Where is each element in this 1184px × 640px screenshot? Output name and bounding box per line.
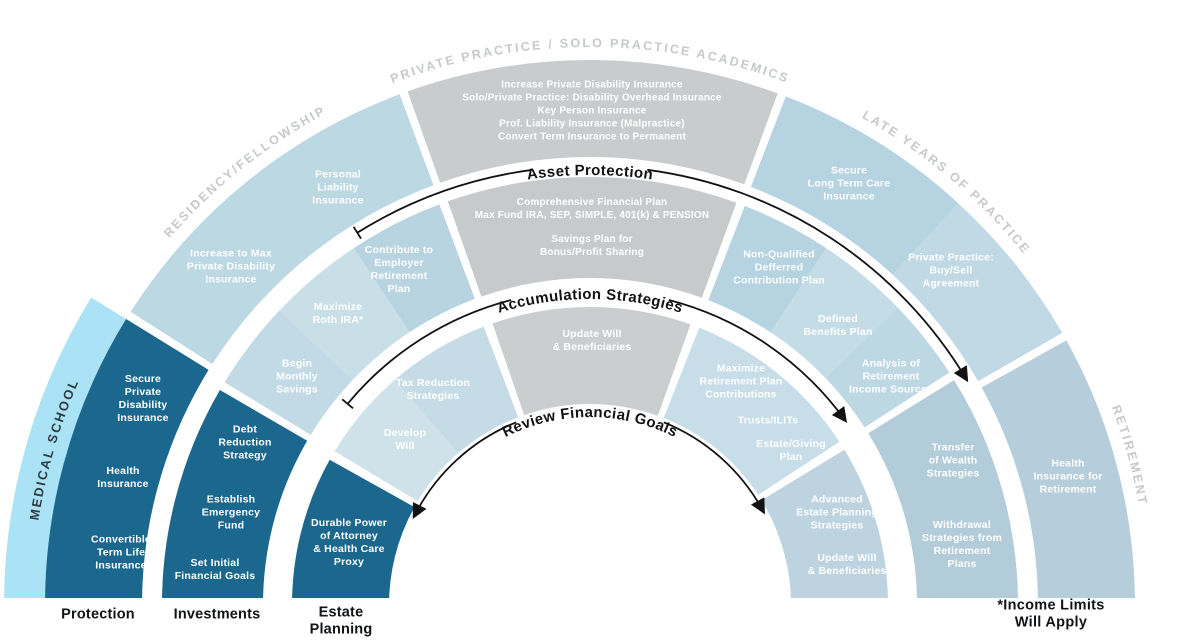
flow-arrows [341, 168, 969, 520]
segment-residency-investments-maximize-roth-ira [279, 248, 410, 380]
review-goals-arrow-right [663, 421, 765, 515]
accumulation-arrow-tail-cap [341, 398, 354, 409]
accumulation-arrow-left [346, 299, 512, 405]
segment-retirement-investments [868, 380, 1019, 617]
segment-private-practice-estate [492, 306, 691, 416]
segment-retirement-estate [761, 449, 889, 613]
segment-residency-estate-develop-will [334, 380, 459, 502]
segment-retirement-protection [981, 340, 1135, 620]
segment-medical-school-protection [45, 319, 209, 620]
segment-late-years-investments-non-qualified [708, 206, 827, 333]
segment-medical-school-band [4, 297, 127, 621]
segment-medical-school-investments [161, 390, 308, 617]
accumulation-arrow-right [668, 299, 848, 423]
footnote-income-limits: *Income Limits Will Apply [997, 597, 1105, 630]
segment-residency-investments-begin-monthly-savings [224, 310, 353, 435]
ring-axis-label-investments: Investments [173, 606, 261, 623]
segment-late-years-investments-defined-benefits [770, 248, 898, 378]
segment-late-years-protection-long-term-care [750, 96, 959, 275]
asset-protection-arrow-tail-cap [352, 226, 362, 240]
segment-late-years-estate [663, 327, 840, 495]
segment-medical-school-estate [291, 459, 415, 613]
ring-segments [4, 60, 1135, 621]
segment-residency-estate-tax-reduction [394, 326, 519, 454]
arrow-label-asset-protection: Asset Protection [526, 162, 655, 184]
segment-residency-protection [130, 94, 434, 365]
ring-axis-label-protection: Protection [61, 606, 135, 623]
review-goals-arrow-left [412, 421, 517, 520]
segment-private-practice-investments [447, 176, 737, 298]
arrow-label-asset-protection-text: Asset Protection [526, 162, 654, 184]
segment-private-practice-protection [407, 60, 778, 185]
ring-axis-label-estate-planning: Estate Planning [309, 604, 373, 637]
bottom-clip-band [0, 598, 1184, 640]
segment-late-years-investments-analysis [825, 307, 950, 428]
segment-residency-investments-contribute-employer [353, 204, 475, 333]
segment-late-years-protection-buy-sell [892, 203, 1063, 382]
asset-protection-arrow-left [356, 168, 533, 234]
asset-protection-arrow-right [647, 168, 969, 383]
